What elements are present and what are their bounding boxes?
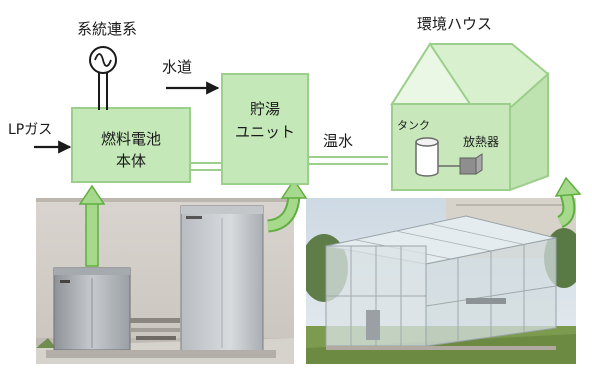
storage-unit-box (221, 73, 309, 185)
storage-photo-link (267, 178, 308, 233)
fuel-cell-units-photo (36, 198, 294, 364)
fuel-cell-photo-link (78, 184, 106, 267)
greenhouse-photo (306, 198, 576, 364)
tank-label: タンク (397, 119, 430, 132)
greenhouse-photo-link (554, 176, 582, 228)
water-supply-label: 水道 (162, 58, 193, 76)
fuel-cell-label: 燃料電池 本体 (72, 128, 190, 172)
lpgas-label: LPガス (8, 122, 53, 138)
ac-source-icon (89, 46, 117, 110)
greenhouse-label: 環境ハウス (417, 15, 493, 33)
radiator-icon (459, 153, 483, 175)
fuel-cell-label-line1: 燃料電池 (100, 130, 161, 148)
radiator-label: 放熱器 (463, 135, 500, 149)
fuel-cell-label-line2: 本体 (115, 152, 146, 170)
fuel-cell-to-storage-pipe (190, 162, 224, 171)
greenhouse-house (390, 42, 550, 192)
hot-water-label: 温水 (323, 132, 354, 150)
storage-unit-label: 貯湯 ユニット (222, 98, 308, 144)
tank-icon (415, 137, 439, 177)
grid-connection-label: 系統連系 (77, 20, 138, 38)
fuel-cell-box (71, 107, 191, 183)
storage-unit-label-line1: 貯湯 (249, 100, 280, 118)
storage-unit-label-line2: ユニット (234, 123, 295, 141)
hot-water-pipe (306, 156, 388, 165)
